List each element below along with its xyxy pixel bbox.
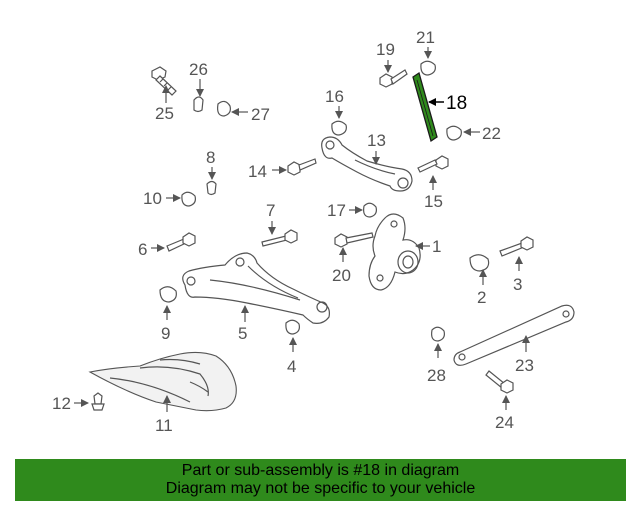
callout-26: 26 <box>189 60 208 79</box>
part-16-bushing[interactable] <box>331 120 347 136</box>
callout-1: 1 <box>432 237 441 256</box>
callout-2: 2 <box>477 288 486 307</box>
callout-7: 7 <box>266 201 275 220</box>
callout-3: 3 <box>513 275 522 294</box>
callout-27: 27 <box>251 105 270 124</box>
part-8-clip[interactable] <box>206 180 217 196</box>
part-21-bushing[interactable] <box>420 60 436 76</box>
part-7-bolt[interactable] <box>261 229 298 247</box>
part-9-bushing[interactable] <box>159 286 177 303</box>
part-27-bushing[interactable] <box>217 100 231 117</box>
callout-24: 24 <box>495 413 514 432</box>
callout-19: 19 <box>376 40 395 59</box>
callout-11: 11 <box>155 416 173 435</box>
part-2-bushing[interactable] <box>469 254 490 272</box>
callout-4: 4 <box>287 357 296 376</box>
callout-21: 21 <box>416 28 435 47</box>
part-5-lower-arm[interactable] <box>182 252 330 324</box>
part-14-bolt[interactable] <box>287 158 317 176</box>
callout-20: 20 <box>332 266 351 285</box>
part-18-link[interactable] <box>412 71 438 143</box>
part-24-bolt[interactable] <box>485 370 514 394</box>
callout-15: 15 <box>424 192 443 211</box>
callout-17: 17 <box>327 201 346 220</box>
part-notice-banner: Part or sub-assembly is #18 in diagram D… <box>15 459 626 501</box>
part-3-bolt[interactable] <box>499 236 534 257</box>
part-1-knuckle[interactable] <box>368 213 421 291</box>
part-13-upper-arm[interactable] <box>321 136 413 192</box>
callout-10: 10 <box>143 189 162 208</box>
callout-22: 22 <box>482 124 501 143</box>
part-25-bolt[interactable] <box>151 66 177 96</box>
part-11-shield[interactable] <box>88 351 237 412</box>
part-22-bushing[interactable] <box>446 125 462 141</box>
part-23-link[interactable] <box>453 304 575 366</box>
part-19-bolt[interactable] <box>379 69 408 88</box>
callout-14: 14 <box>248 162 267 181</box>
callout-5: 5 <box>238 324 247 343</box>
callout-28: 28 <box>427 366 446 385</box>
banner-line-2: Diagram may not be specific to your vehi… <box>165 480 476 497</box>
callout-16: 16 <box>325 87 344 106</box>
part-10-bushing[interactable] <box>181 191 196 207</box>
banner-line-1: Part or sub-assembly is #18 in diagram <box>181 462 460 479</box>
callout-8: 8 <box>206 148 215 167</box>
callout-25: 25 <box>155 104 174 123</box>
callout-13: 13 <box>367 131 386 150</box>
part-15-bolt[interactable] <box>417 155 449 173</box>
part-17-bushing[interactable] <box>363 202 377 218</box>
part-4-bushing[interactable] <box>285 319 300 335</box>
callout-18: 18 <box>446 93 467 114</box>
callout-12: 12 <box>52 394 71 413</box>
part-26-clip[interactable] <box>193 96 204 113</box>
callout-9: 9 <box>161 324 170 343</box>
part-20-bolt[interactable] <box>334 232 374 248</box>
part-12-clip[interactable] <box>91 392 105 411</box>
callout-6: 6 <box>138 240 147 259</box>
part-6-bolt[interactable] <box>166 232 196 252</box>
part-28-bushing[interactable] <box>431 326 445 342</box>
parts-diagram: 25 26 27 8 10 16 19 21 18 22 13 <box>52 28 575 435</box>
callout-23: 23 <box>515 356 534 375</box>
